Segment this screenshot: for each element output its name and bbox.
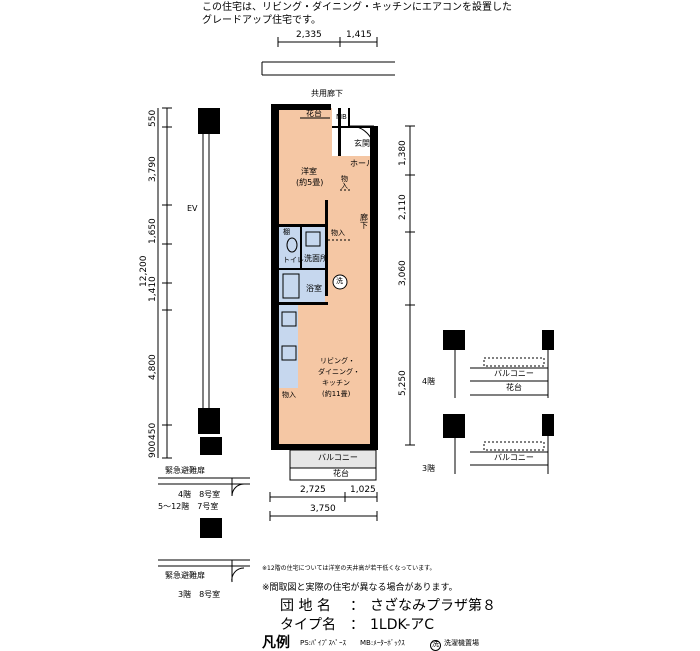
left-dim-1410: 1,410 (148, 276, 158, 302)
storage-3-label: 物入 (282, 391, 296, 399)
emergency-exit-diagram-1 (158, 437, 250, 497)
entrance-label: 玄関 (354, 139, 370, 148)
washroom-label: 洗面所 (304, 254, 328, 263)
note-1: ※12階の住宅については洋室の天井高が若干低くなっています。 (262, 565, 436, 572)
variant-3f (443, 414, 554, 474)
variant-4f (443, 330, 554, 398)
left-dim-900: 900 (148, 440, 158, 458)
estate-value: さざなみプラザ第８ (370, 598, 496, 614)
ev-label: EV (187, 204, 198, 213)
toilet-label: トイレ (283, 256, 304, 264)
top-dimension-line (277, 37, 378, 47)
total-height-dim: 12,200 (139, 255, 149, 288)
right-dim-5250: 5,250 (398, 370, 408, 396)
storage-2-label: 物入 (331, 229, 345, 237)
apartment (271, 104, 378, 481)
variant-3f-floor: 3階 (422, 464, 436, 473)
right-dimension-line (405, 125, 415, 446)
estate-label: 団 地 名 (280, 598, 331, 614)
legend-mb: MB:ﾒｰﾀｰﾎﾞｯｸｽ (360, 639, 405, 647)
variant-4f-flower: 花台 (506, 383, 522, 392)
storage-1-label: 物入 (341, 175, 348, 190)
type-label: タイプ名 (280, 617, 336, 633)
flower-stand-top: 花台 (306, 109, 322, 118)
ldk-size: (約11畳) (322, 390, 351, 398)
variant-3f-balcony: バルコニー (494, 453, 534, 462)
ldk-label-3: キッチン (322, 379, 350, 387)
right-dim-2110: 2,110 (398, 194, 408, 220)
emergency-floor-a: 4階 8号室 (178, 490, 221, 499)
emergency-exit-diagram-2 (158, 518, 250, 583)
top-dim-1: 2,335 (296, 30, 322, 40)
bottom-dimension-line (269, 492, 378, 521)
header-line-1: この住宅は、リビング・ダイニング・キッチンにエアコンを設置した (202, 2, 512, 13)
header-line-2: グレードアップ住宅です。 (202, 15, 321, 26)
washer-label: 洗 (336, 277, 343, 285)
top-dim-2: 1,415 (346, 30, 372, 40)
left-dim-450: 450 (148, 422, 158, 440)
bottom-dim-2725: 2,725 (300, 485, 326, 495)
western-room-size: (約5畳) (296, 178, 324, 187)
left-dim-1650: 1,650 (148, 218, 158, 244)
emergency-floor-b: 5～12階 7号室 (158, 502, 219, 511)
left-dim-4800: 4,800 (148, 354, 158, 380)
corridor-label: 共用廊下 (311, 89, 343, 98)
western-room-label: 洋室 (301, 167, 317, 176)
bath-label: 浴室 (306, 284, 322, 293)
flower-stand-bottom: 花台 (333, 469, 349, 478)
type-value: 1LDK-アC (370, 617, 435, 633)
variant-4f-balcony: バルコニー (494, 369, 534, 378)
variant-4f-floor: 4階 (422, 377, 436, 386)
legend-washer-text: 洗濯機置場 (444, 639, 479, 647)
bottom-dim-3750: 3,750 (310, 504, 336, 514)
legend-title: 凡例 (262, 635, 290, 651)
right-dim-1380: 1,380 (398, 140, 408, 166)
ldk-label-2: ダイニング・ (318, 368, 360, 376)
emergency-floor-c: 3階 8号室 (178, 590, 221, 599)
estate-sep: ： (350, 598, 364, 614)
emergency-label-2: 緊急避難扉 (165, 571, 205, 580)
ev-shaft (198, 108, 220, 434)
type-sep: ： (350, 617, 364, 633)
shelf-label: 棚 (283, 228, 290, 236)
corridor-room-label: 廊下 (360, 213, 368, 230)
left-dim-550: 550 (148, 109, 158, 127)
corridor-outline (261, 61, 395, 76)
balcony-label: バルコニー (318, 453, 358, 462)
ldk-label-1: リビング・ (320, 357, 355, 365)
mb-label: MB (336, 113, 347, 121)
note-2: ※間取図と実際の住宅が異なる場合があります。 (262, 583, 458, 593)
right-dim-3060: 3,060 (398, 260, 408, 286)
left-dimension-line (157, 107, 172, 459)
legend-ps: PS:ﾊﾟｲﾌﾟｽﾍﾟｰｽ (300, 639, 347, 647)
emergency-label-1: 緊急避難扉 (165, 466, 205, 475)
hall-label: ホール (350, 159, 374, 168)
legend-washer-symbol: 洗 (430, 640, 441, 651)
left-dim-3790: 3,790 (148, 156, 158, 182)
bottom-dim-1025: 1,025 (350, 485, 376, 495)
